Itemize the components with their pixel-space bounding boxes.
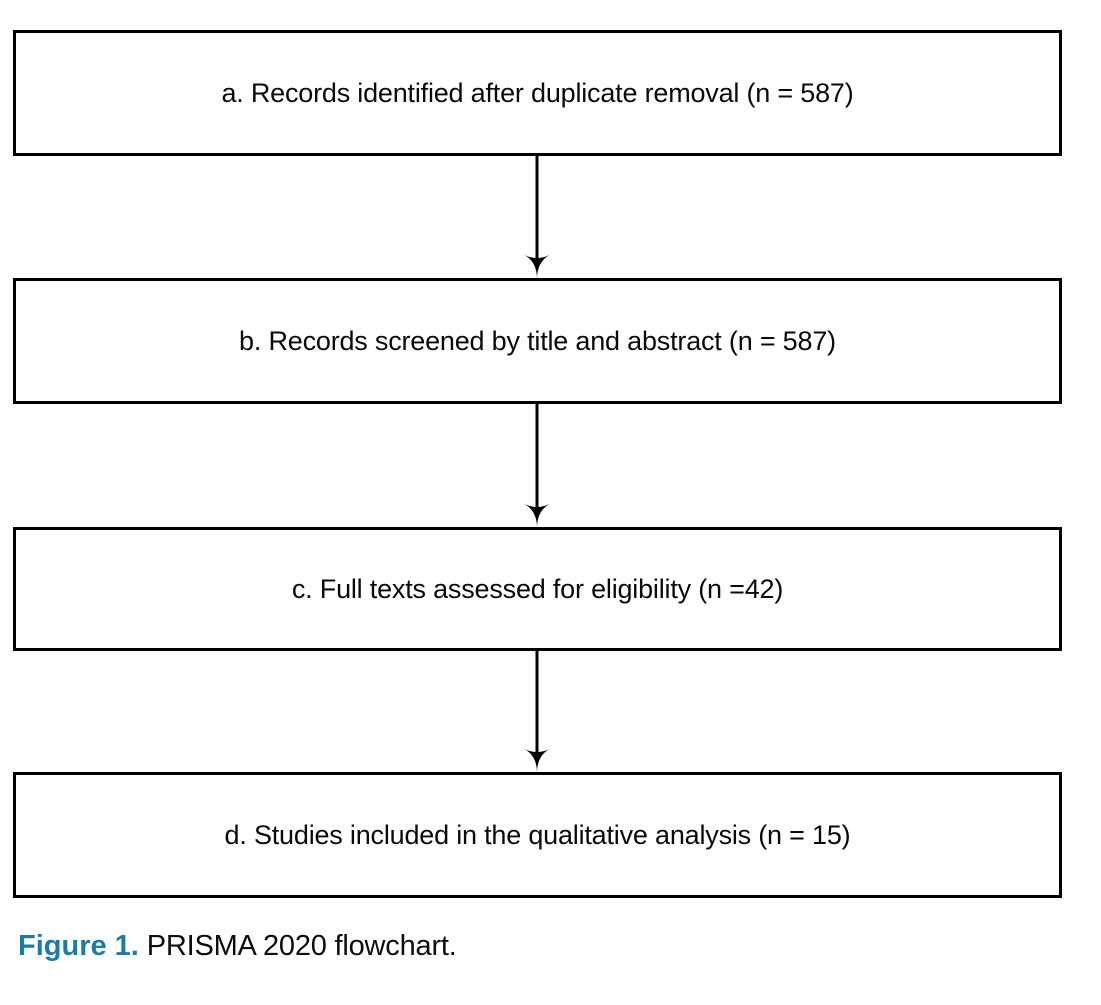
connector-arrow-b-to-c — [511, 403, 563, 528]
flow-box-label-c: c. Full texts assessed for eligibility (… — [291, 573, 784, 604]
flow-box-label-b: b. Records screened by title and abstrac… — [239, 325, 836, 356]
flow-box-full-texts-assessed: c. Full texts assessed for eligibility (… — [13, 527, 1062, 651]
flow-box-studies-included: d. Studies included in the qualitative a… — [13, 772, 1062, 898]
figure-caption-label: Figure 1. — [18, 930, 139, 962]
figure-caption: Figure 1. PRISMA 2020 flowchart. — [18, 928, 457, 964]
connector-arrow-c-to-d — [511, 650, 563, 773]
connector-arrow-a-to-b — [511, 155, 563, 279]
flow-box-label-d: d. Studies included in the qualitative a… — [224, 819, 851, 850]
flow-box-records-screened: b. Records screened by title and abstrac… — [13, 278, 1062, 404]
figure-caption-text: PRISMA 2020 flowchart. — [146, 930, 457, 962]
flow-box-records-identified: a. Records identified after duplicate re… — [13, 30, 1062, 156]
flow-box-label-a: a. Records identified after duplicate re… — [221, 77, 854, 108]
